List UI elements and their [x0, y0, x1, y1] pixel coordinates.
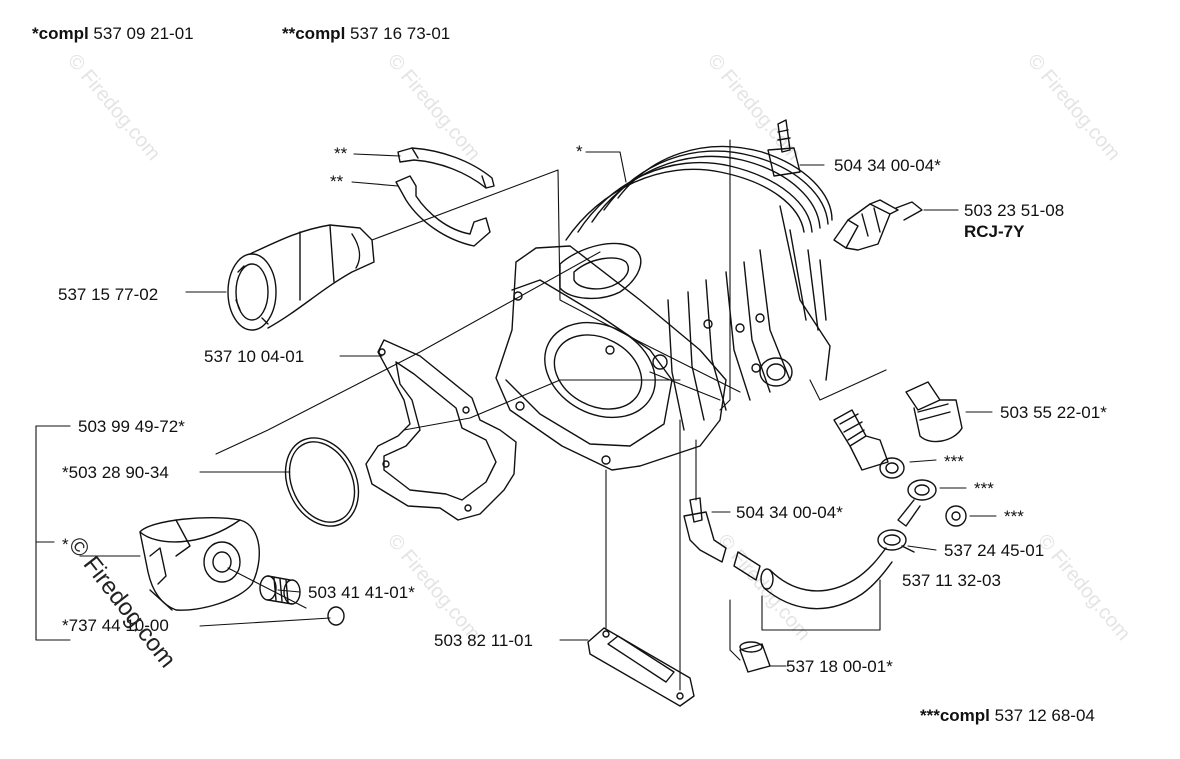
- part-label: *503 28 90-34: [62, 463, 169, 482]
- part-label: 503 82 11-01: [434, 631, 533, 650]
- part-label: RCJ-7Y: [964, 222, 1025, 241]
- header-right-prefix: **compl: [282, 24, 346, 43]
- part-label: **: [330, 172, 344, 191]
- part-label: 537 18 00-01*: [786, 657, 893, 676]
- part-label: *: [62, 535, 69, 554]
- decompression-valve: [905, 381, 963, 443]
- fitting-top: [767, 119, 801, 177]
- header-right: **compl 537 16 73-01: [282, 24, 450, 44]
- banjo-fitting: [897, 479, 937, 527]
- circlip: [327, 606, 345, 626]
- part-label: ***: [944, 452, 964, 471]
- hose: [733, 547, 893, 610]
- header-left-prefix: *compl: [32, 24, 89, 43]
- clamp-lower: [395, 175, 491, 247]
- cylinder-gasket: [365, 339, 517, 521]
- header-left: *compl 537 09 21-01: [32, 24, 194, 44]
- clamp-upper: [397, 147, 495, 189]
- pin: [739, 641, 771, 673]
- part-label: *: [576, 142, 583, 161]
- part-label: 503 99 49-72*: [78, 417, 185, 436]
- union-fitting: [833, 409, 905, 479]
- part-label: ***: [1004, 507, 1024, 526]
- part-label: 537 10 04-01: [204, 347, 305, 366]
- part-label: 504 34 00-04*: [736, 503, 843, 522]
- header-left-number: 537 09 21-01: [93, 24, 194, 43]
- cylinder: [495, 145, 833, 471]
- part-label: 537 11 32-03: [902, 571, 1001, 590]
- piston-ring: [284, 437, 360, 527]
- footer-prefix: ***compl: [920, 706, 990, 725]
- part-label: *737 44 10-00: [62, 616, 169, 635]
- intake-pipe: [227, 224, 375, 331]
- footer-number: 537 12 68-04: [994, 706, 1095, 725]
- part-label: 503 41 41-01*: [308, 583, 415, 602]
- piston: [139, 516, 260, 611]
- part-label: 503 23 51-08: [964, 201, 1065, 220]
- part-label: ***: [974, 479, 994, 498]
- leader-lines: [35, 139, 997, 691]
- exhaust-gasket: [587, 627, 695, 707]
- header-right-number: 537 16 73-01: [350, 24, 451, 43]
- washer: [945, 505, 967, 527]
- part-label: **: [334, 144, 348, 163]
- footer-kit: ***compl 537 12 68-04: [920, 706, 1095, 726]
- spark-plug: [833, 199, 923, 251]
- part-label: 503 55 22-01*: [1000, 403, 1107, 422]
- fitting-bottom: [683, 497, 727, 563]
- part-label: 537 24 45-01: [944, 541, 1045, 560]
- part-label: 504 34 00-04*: [834, 156, 941, 175]
- part-label: 537 15 77-02: [58, 285, 159, 304]
- hose-clip: [877, 529, 915, 553]
